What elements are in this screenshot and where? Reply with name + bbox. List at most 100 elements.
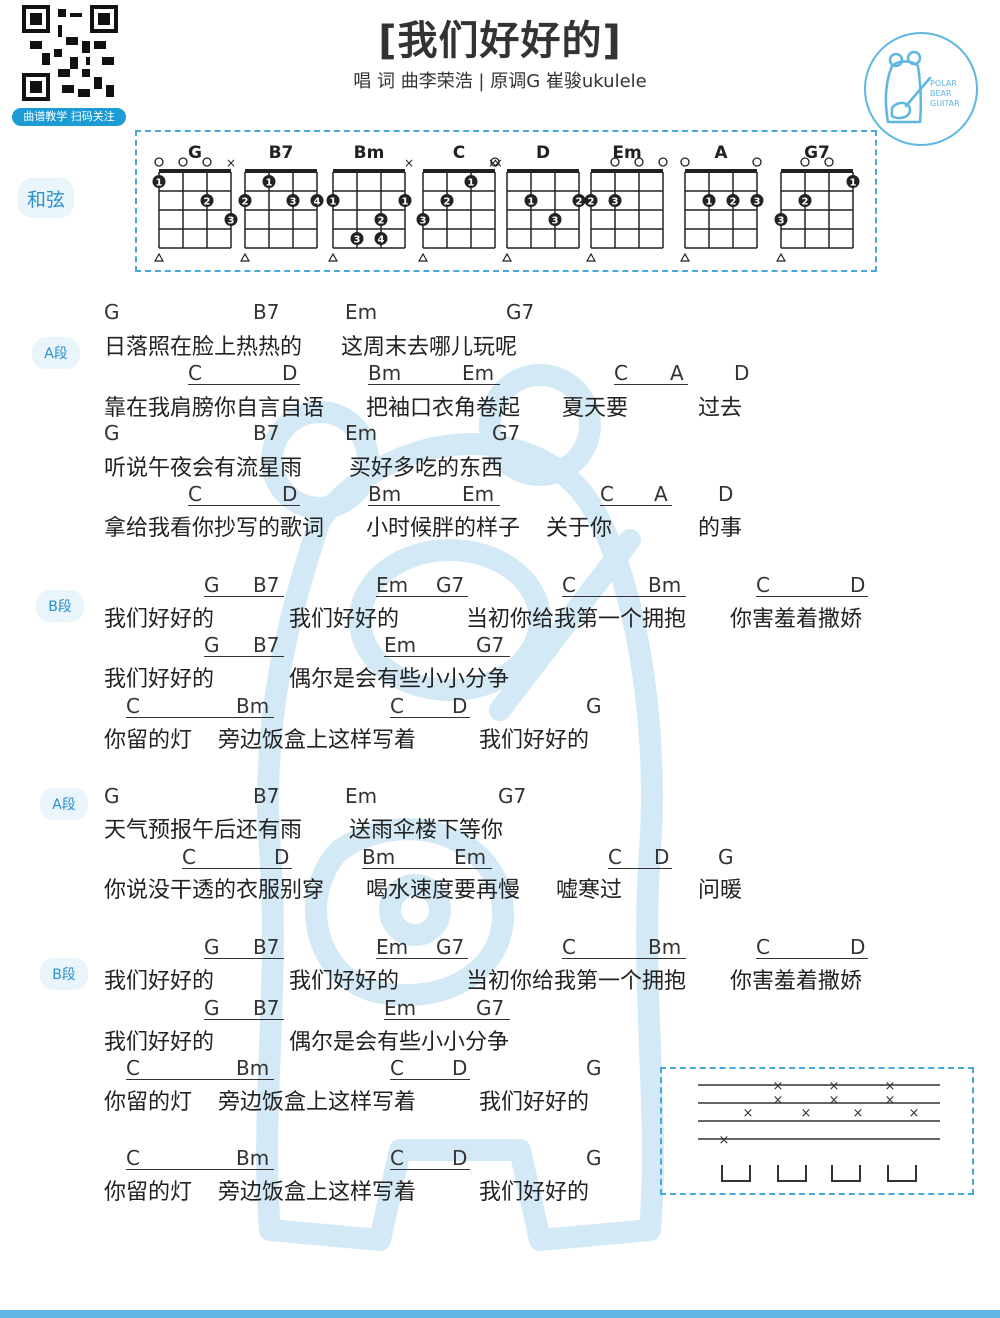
svg-text:4: 4 [314,197,321,208]
chord-line: G B7 Em G7 C Bm C D [0,935,1000,959]
svg-text:×: × [488,156,498,170]
chords-label: 和弦 [18,178,74,218]
chord-diagram-name: D [536,143,550,163]
chord-symbol: G [718,845,734,869]
chord-symbol: G7 [476,633,505,657]
lyric-line: 天气预报午后还有雨 送雨伞楼下等你 [0,812,1000,843]
chord-symbol: Bm [368,482,402,506]
chord-symbol: Em [345,300,378,324]
chord-symbol: D [282,482,298,506]
chord-symbol: G [104,784,120,808]
chord-symbol: G7 [436,935,465,959]
chord-symbol: Bm [236,1056,270,1080]
chord-symbol: D [850,935,866,959]
chord-line: C Bm C D G [0,1146,1000,1170]
chord-symbol: G [586,1056,602,1080]
svg-text:×: × [404,156,414,170]
svg-text:×: × [885,1093,896,1108]
lyric-line: 你说没干透的衣服别穿 喝水速度要再慢 嘘寒过 问暖 [0,872,1000,903]
lyric-phrase: 我们好好的 [104,969,215,994]
lyric-phrase: 偶尔是会有些小小分争 [289,667,510,692]
chord-symbol: B7 [253,633,280,657]
chord-diagram-name: A [714,143,728,163]
chord-symbol: G7 [436,573,465,597]
logo-text-1: POLAR [930,79,957,88]
chord-diagram-a: A 1 2 3 [679,143,764,262]
lyric-phrase: 我们好好的 [289,607,400,632]
chord-symbol: D [734,361,750,385]
chord-line: C Bm C D G [0,1056,1000,1080]
chord-symbol: C [390,694,404,718]
chord-symbol: C [756,573,770,597]
svg-text:×: × [719,1133,730,1148]
chord-symbol: B7 [253,300,280,324]
chord-symbol: G7 [492,421,521,445]
lyric-line: 我们好好的 偶尔是会有些小小分争 [0,1024,1000,1055]
chord-symbol: D [654,845,670,869]
chord-symbol: Bm [648,935,682,959]
chord-symbol: Bm [648,573,682,597]
polar-bear-guitar-logo: POLAR BEAR GUITAR [864,32,978,146]
lyric-line: 靠在我肩膀你自言自语 把袖口衣角卷起 夏天要 过去 [0,390,1000,421]
svg-text:×: × [853,1106,864,1121]
chord-symbol: C [562,935,576,959]
lyric-phrase: 嘘寒过 [556,878,623,903]
chord-symbol: G [586,1146,602,1170]
svg-text:×: × [829,1093,840,1108]
svg-text:1: 1 [706,197,713,208]
svg-text:1: 1 [156,178,163,189]
qr-caption: 曲谱教学 扫码关注 [12,108,126,126]
chord-symbol: Bm [362,845,396,869]
svg-text:2: 2 [378,216,385,227]
chord-symbol: C [188,361,202,385]
lyric-phrase: 你害羞着撒娇 [730,607,863,632]
svg-text:2: 2 [730,197,737,208]
chord-symbol: C [600,482,614,506]
chord-diagram-c: C×123 [404,143,500,262]
qr-code[interactable] [22,5,118,101]
lyric-phrase: 你留的灯 [104,1180,193,1205]
chord-diagram-name: G [188,143,202,163]
lyric-phrase: 我们好好的 [479,1090,590,1115]
svg-text:2: 2 [444,197,451,208]
chord-symbol: G [204,935,220,959]
svg-text:2: 2 [588,197,595,208]
svg-text:2: 2 [242,197,249,208]
chord-symbol: C [182,845,196,869]
svg-text:3: 3 [420,216,427,227]
svg-text:3: 3 [754,197,761,208]
lyric-phrase: 靠在我肩膀你自言自语 [104,396,325,421]
chord-symbol: Em [454,845,487,869]
svg-text:×: × [493,156,503,170]
lyric-phrase: 你留的灯 [104,728,193,753]
lyric-phrase: 听说午夜会有流星雨 [104,456,303,481]
chord-symbol: Bm [236,1146,270,1170]
lyric-phrase: 你害羞着撒娇 [730,969,863,994]
chord-symbol: C [756,935,770,959]
chord-diagram-name: B7 [269,143,294,163]
chord-symbol: G7 [476,996,505,1020]
chord-symbol: C [390,1056,404,1080]
chord-line: G B7 Em G7 [0,633,1000,657]
chord-line: G B7 Em G7 [0,421,1000,445]
chord-symbol: C [126,1146,140,1170]
chord-symbol: D [274,845,290,869]
lyric-phrase: 当初你给我第一个拥抱 [466,607,687,632]
lyric-line: 你留的灯 旁边饭盒上这样写着 我们好好的 [0,1084,1000,1115]
chord-symbol: C [126,694,140,718]
chord-symbol: B7 [253,935,280,959]
lyric-phrase: 当初你给我第一个拥抱 [466,969,687,994]
chord-symbol: A [670,361,684,385]
chord-diagram-name: C [453,143,465,163]
svg-text:3: 3 [228,216,235,227]
lyric-phrase: 偶尔是会有些小小分争 [289,1030,510,1055]
svg-text:3: 3 [354,235,361,246]
lyric-phrase: 我们好好的 [104,667,215,692]
chord-symbol: G7 [498,784,527,808]
song-credits: 唱 词 曲李荣浩 | 原调G 崔骏ukulele [353,71,647,92]
svg-text:1: 1 [266,178,273,189]
